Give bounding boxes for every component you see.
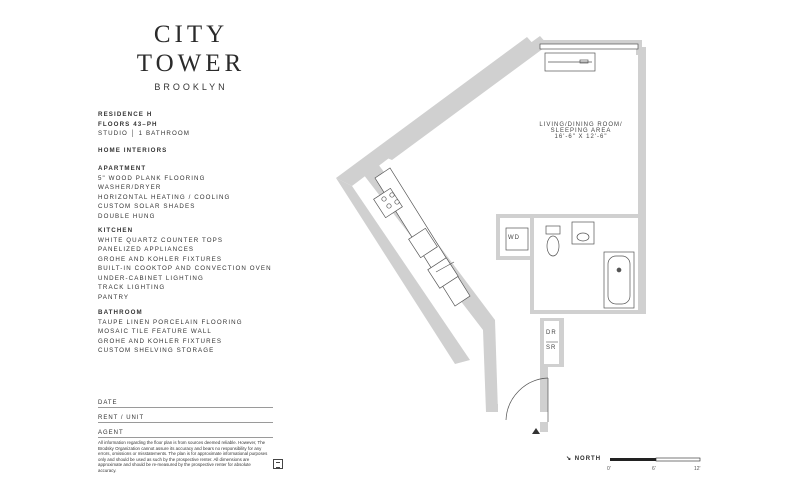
- residence-name: RESIDENCE H: [98, 111, 153, 118]
- list-item: CUSTOM SOLAR SHADES: [98, 203, 196, 210]
- list-item: GROHE AND KOHLER FIXTURES: [98, 255, 223, 263]
- closet-left-wall: [540, 318, 544, 366]
- scale-tick-6: 6': [652, 466, 656, 472]
- closet-right-wall: [559, 318, 564, 366]
- list-item: WHITE QUARTZ COUNTER TOPS: [98, 236, 224, 244]
- window: [539, 43, 639, 72]
- burner: [394, 199, 400, 205]
- closet-bottom-wall: [540, 364, 564, 367]
- rent-field[interactable]: RENT / UNIT: [98, 408, 273, 423]
- list-item: 5" WOOD PLANK FLOORING: [98, 174, 206, 182]
- fridge: [427, 257, 459, 289]
- sink: [408, 227, 438, 259]
- residence-type: STUDIO │ 1 BATHROOM: [98, 130, 191, 137]
- bath-fixtures: [545, 221, 635, 309]
- wd-bottom-wall: [496, 256, 532, 260]
- entry-stub: [540, 422, 548, 432]
- cooktop: [373, 187, 403, 219]
- living-label-line2: SLEEPING AREA: [550, 128, 612, 134]
- living-dimensions: 16'-6" X 12'-6": [554, 134, 608, 140]
- walls: [336, 36, 646, 432]
- home-interiors-heading: HOME INTERIORS: [98, 146, 167, 156]
- brand-title-city: CITY: [153, 21, 229, 48]
- home-interiors-label: HOME INTERIORS: [98, 147, 168, 154]
- kitchen-title: KITCHEN: [98, 227, 134, 234]
- toilet-tank: [545, 225, 561, 235]
- contact-fields: DATE RENT / UNIT AGENT: [98, 393, 273, 438]
- north-label: NORTH: [574, 456, 602, 462]
- north-indicator: ↘ NORTH: [566, 455, 601, 462]
- bath-bottom-wall: [530, 310, 642, 314]
- list-item: CUSTOM SHELVING STORAGE: [98, 347, 215, 354]
- apartment-title: APARTMENT: [98, 165, 147, 172]
- date-label: DATE: [98, 400, 118, 406]
- list-item: HORIZONTAL HEATING / COOLING: [98, 193, 231, 201]
- list-item: PANTRY: [98, 293, 130, 301]
- list-item: TRACK LIGHTING: [98, 284, 166, 291]
- bathroom-title: BATHROOM: [98, 309, 143, 316]
- scale-tick-0: 0': [607, 466, 611, 472]
- agent-field[interactable]: AGENT: [98, 423, 273, 438]
- agent-label: AGENT: [98, 430, 124, 436]
- diagonal-wall: [360, 160, 498, 412]
- top-wall: [537, 40, 642, 47]
- closet-top-wall: [540, 318, 564, 321]
- toilet-bowl: [546, 235, 560, 257]
- info-panel: CITY TOWER BROOKLYN RESIDENCE H FLOORS 4…: [0, 0, 300, 500]
- list-item: MOSAIC TILE FEATURE WALL: [98, 328, 212, 335]
- washer-dryer: [505, 227, 529, 251]
- brand-subtitle: BROOKLYN: [154, 82, 228, 92]
- list-item: PANELIZED APPLIANCES: [98, 246, 195, 253]
- brand-title-tower: TOWER: [136, 50, 246, 77]
- residence-floors: FLOORS 43–PH: [98, 120, 158, 128]
- bath-left-wall: [530, 214, 534, 314]
- wd-label: WD: [508, 235, 520, 241]
- date-field[interactable]: DATE: [98, 393, 273, 408]
- list-item: BUILT-IN COOKTOP AND CONVECTION OVEN: [98, 265, 272, 272]
- rent-label: RENT / UNIT: [98, 415, 145, 421]
- list-item: GROHE AND KOHLER FIXTURES: [98, 337, 223, 345]
- list-item: TAUPE LINEN PORCELAIN FLOORING: [98, 318, 243, 326]
- wd-left-wall: [496, 214, 500, 260]
- residence-info: RESIDENCE H FLOORS 43–PH STUDIO │ 1 BATH…: [98, 110, 190, 139]
- living-label-line1: LIVING/DINING ROOM/: [539, 122, 623, 128]
- bath-top-wall: [496, 214, 642, 218]
- right-wall-upper: [638, 47, 646, 257]
- list-item: WASHER/DRYER: [98, 184, 162, 191]
- entry-corner: [486, 404, 498, 412]
- kitchen-counter: [373, 167, 471, 307]
- sr-label: SR: [546, 345, 557, 351]
- list-item: UNDER-CABINET LIGHTING: [98, 274, 204, 282]
- living-room-label: LIVING/DINING ROOM/ SLEEPING AREA 16'-6"…: [536, 122, 626, 140]
- scale-tick-12: 12': [694, 466, 701, 472]
- diagonal-top-wall: [377, 36, 548, 160]
- dr-label: DR: [546, 330, 557, 336]
- kitchen-section: KITCHEN WHITE QUARTZ COUNTER TOPS PANELI…: [98, 226, 272, 302]
- north-arrow-icon: ↘: [566, 456, 575, 462]
- entry-door: [505, 377, 549, 434]
- disclaimer-text: All information regarding the floor plan…: [98, 440, 268, 473]
- bathroom-section: BATHROOM TAUPE LINEN PORCELAIN FLOORING …: [98, 308, 243, 356]
- equal-housing-icon: [273, 459, 283, 469]
- burner: [389, 192, 395, 198]
- burner: [386, 203, 392, 209]
- list-item: DOUBLE HUNG: [98, 212, 156, 220]
- burner: [381, 196, 387, 202]
- entry-left-wall: [540, 366, 548, 412]
- bath-right-wall: [638, 214, 646, 314]
- apartment-section: APARTMENT 5" WOOD PLANK FLOORING WASHER/…: [98, 164, 230, 221]
- outer-slant-lower: [336, 178, 470, 364]
- scale-bar: [610, 457, 701, 462]
